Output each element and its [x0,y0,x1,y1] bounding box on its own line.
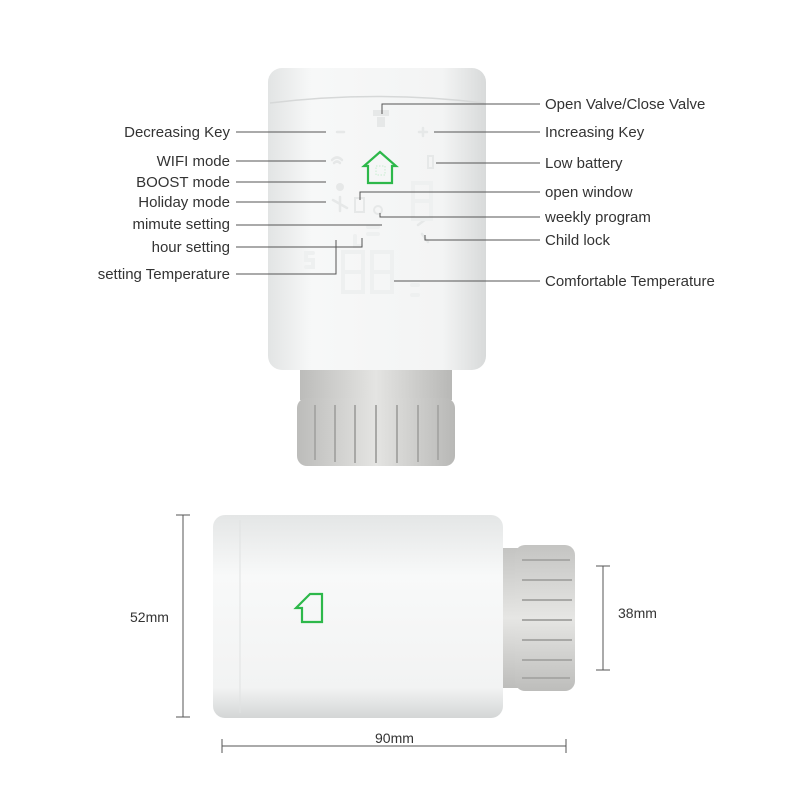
right-labels: Open Valve/Close Valve Increasing Key Lo… [544,96,715,290]
collar [300,365,452,400]
dimension-length: 90mm [375,730,414,746]
label-weekly-program: weekly program [544,209,651,226]
boost-icon [336,183,344,191]
label-increasing-key: Increasing Key [545,124,645,141]
label-valve: Open Valve/Close Valve [545,96,705,113]
label-setting-temperature: setting Temperature [98,266,230,283]
home-icon-side [293,592,324,624]
wifi-icon [330,156,344,165]
valve-icon [373,110,389,127]
label-low-battery: Low battery [545,155,623,172]
dimension-lines [176,514,610,753]
plane-icon [331,195,349,213]
label-boost-mode: BOOST mode [136,174,230,191]
weekly-program-icon [373,205,383,215]
label-holiday-mode: Holiday mode [138,194,230,211]
thermostat-front-view [268,68,486,466]
thermostat-side-view [213,515,575,718]
side-body [213,515,503,718]
dimension-height: 52mm [130,609,169,625]
label-wifi-mode: WIFI mode [157,153,230,170]
body [268,68,486,370]
label-decreasing-key: Decreasing Key [124,124,230,141]
leader-lines [236,103,540,282]
home-icon [361,150,399,185]
dimension-knob: 38mm [618,605,657,621]
label-minute-setting: mimute setting [132,216,230,233]
label-hour-setting: hour setting [152,239,230,256]
side-knob [515,545,575,691]
label-child-lock: Child lock [545,232,611,249]
left-labels: Decreasing Key WIFI mode BOOST mode Holi… [98,124,231,283]
plus-icon [417,126,429,138]
label-open-window: open window [545,184,633,201]
battery-icon [427,155,434,169]
digit-display [304,181,433,297]
label-comfortable-temperature: Comfortable Temperature [545,273,715,290]
